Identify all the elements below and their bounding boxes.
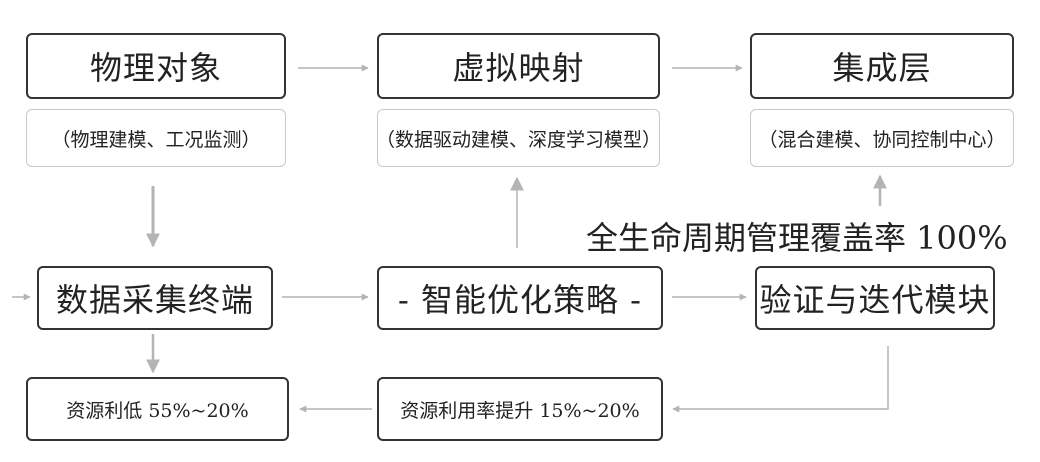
node-smart-strategy: - 智能优化策略 - bbox=[377, 266, 663, 330]
node-virtual-mapping-sub: （数据驱动建模、深度学习模型） bbox=[376, 109, 661, 167]
node-physical-object: 物理对象 bbox=[26, 33, 286, 99]
arrow-verification-to-resource-rate bbox=[672, 346, 889, 413]
node-physical-object-sub: （物理建模、工况监测） bbox=[26, 109, 286, 167]
coverage-annotation: 全生命周期管理覆盖率 100% bbox=[586, 219, 1008, 257]
node-verification-module: 验证与迭代模块 bbox=[755, 266, 995, 330]
node-resource-low: 资源利低 55%~20% bbox=[26, 377, 289, 441]
node-integration-layer: 集成层 bbox=[750, 33, 1014, 99]
node-virtual-mapping: 虚拟映射 bbox=[377, 33, 660, 99]
node-data-terminal: 数据采集终端 bbox=[37, 266, 273, 330]
node-resource-rate: 资源利用率提升 15%~20% bbox=[377, 377, 663, 441]
node-integration-layer-sub: （混合建模、协同控制中心） bbox=[750, 109, 1014, 167]
